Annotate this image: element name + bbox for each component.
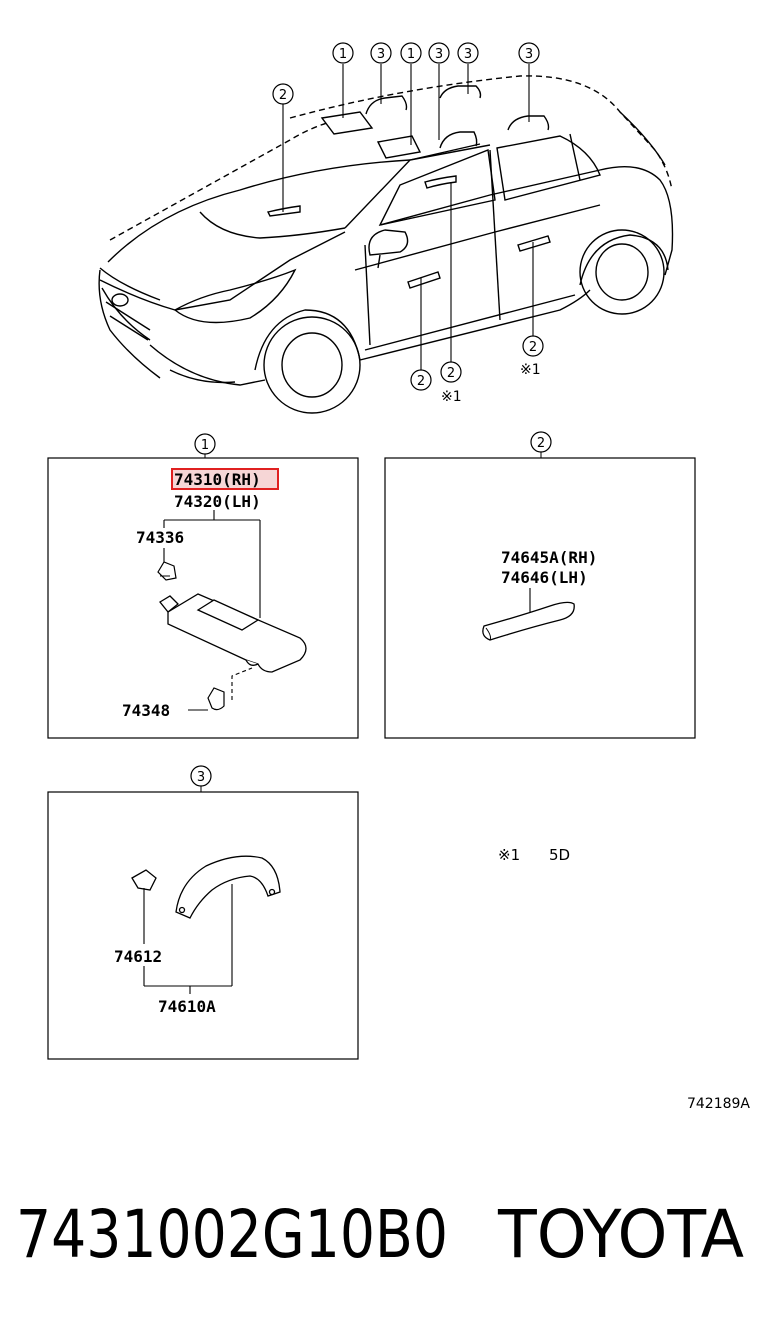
callout-1-visor-b: 1 — [407, 47, 415, 62]
callout-3-grip-b: 3 — [435, 47, 443, 62]
note-mark: ※1 — [498, 846, 520, 864]
callout-3-grip-a: 3 — [377, 47, 385, 62]
panel-2-frame — [384, 457, 696, 739]
panel-3-leaders — [143, 884, 233, 994]
part-74310-rh[interactable]: 74310(RH) — [174, 470, 261, 489]
part-74610a[interactable]: 74610A — [158, 997, 216, 1016]
note-mark-front: ※1 — [441, 389, 462, 405]
callout-2-handle-c: 2 — [417, 374, 425, 389]
part-74336[interactable]: 74336 — [136, 528, 184, 547]
panel-3: 3 74612 74610A — [47, 765, 359, 1060]
panel-2-callout-label: 2 — [537, 436, 545, 451]
note-legend: ※1 5D — [498, 846, 570, 864]
part-74646-lh[interactable]: 74646(LH) — [501, 568, 588, 587]
clip-icon — [157, 561, 177, 581]
panel-2: 2 74645A(RH) 74646(LH) — [384, 431, 696, 739]
footer: 7431002G10B0 TOYOTA — [16, 1196, 744, 1273]
part-74645a-rh[interactable]: 74645A(RH) — [501, 548, 597, 567]
callout-2-handle-d: 2 — [529, 340, 537, 355]
part-74320-lh[interactable]: 74320(LH) — [174, 492, 261, 511]
highlight-box — [171, 468, 279, 490]
callout-3-grip-c: 3 — [464, 47, 472, 62]
holder-icon — [207, 687, 225, 711]
callout-2-handle-b: 2 — [447, 366, 455, 381]
sun-visor-icon — [159, 593, 307, 673]
panel-1-leaders — [163, 510, 261, 711]
callout-1-visor-a: 1 — [339, 47, 347, 62]
panel-1: 1 74310(RH) 74320(LH) 74336 74348 — [47, 433, 359, 739]
panel-3-callout-label: 3 — [197, 770, 205, 785]
diagram-code: 742189A — [687, 1096, 750, 1112]
car-illustration — [98, 75, 674, 414]
callout-3-grip-d: 3 — [525, 47, 533, 62]
panel-3-frame — [47, 791, 359, 1060]
footer-brand: TOYOTA — [497, 1196, 744, 1273]
panel-1-frame — [47, 457, 359, 739]
note-mark-rear: ※1 — [520, 362, 541, 378]
panel-1-callout-label: 1 — [201, 438, 209, 453]
note-text: 5D — [549, 846, 570, 864]
footer-part-number: 7431002G10B0 — [16, 1196, 448, 1273]
car-leader-lines — [282, 64, 534, 370]
door-handle-icon — [482, 601, 575, 641]
part-74348[interactable]: 74348 — [122, 701, 170, 720]
car-callouts — [272, 42, 544, 391]
part-74612[interactable]: 74612 — [114, 947, 162, 966]
assist-grip-icon — [131, 855, 281, 919]
callout-2-handle-a: 2 — [279, 88, 287, 103]
